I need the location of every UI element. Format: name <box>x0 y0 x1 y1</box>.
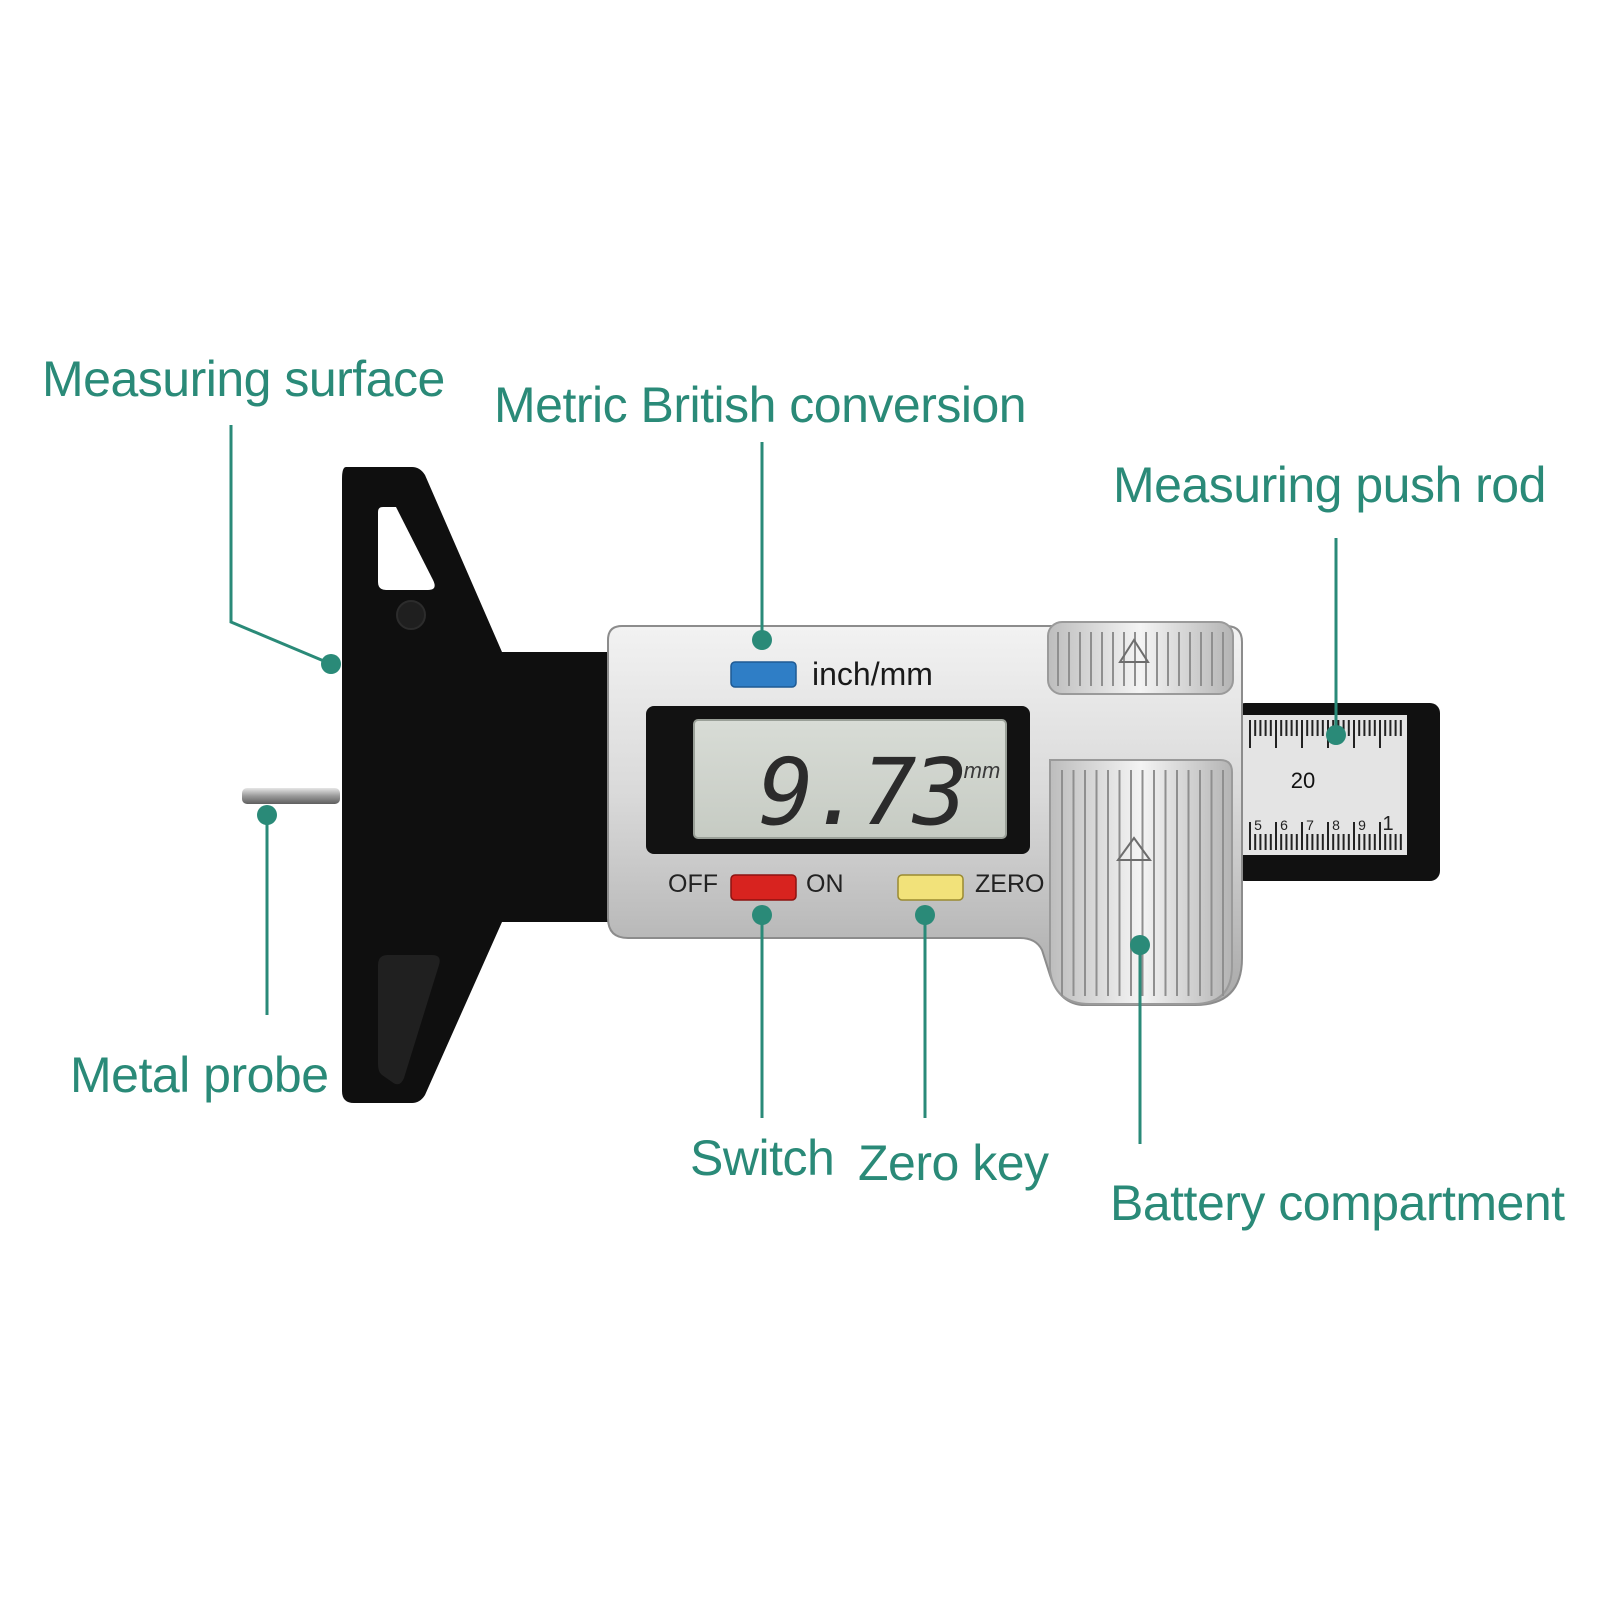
lcd-unit: mm <box>964 758 1001 783</box>
ruler-small-number: 6 <box>1280 817 1288 833</box>
lower-recess <box>378 955 440 1085</box>
on-label: ON <box>806 870 844 898</box>
ruler-number: 20 <box>1291 768 1315 793</box>
dot-metric-british <box>752 630 772 650</box>
dot-zero-key <box>915 905 935 925</box>
ruler-small-number: 7 <box>1306 817 1314 833</box>
ruler-small-number: 8 <box>1332 817 1340 833</box>
rivet <box>396 600 426 630</box>
off-label: OFF <box>668 870 718 898</box>
callout-switch: Switch <box>690 1130 835 1186</box>
metal-probe <box>242 788 340 804</box>
ruler-small-number: 9 <box>1358 817 1366 833</box>
ruler-small-number: 5 <box>1254 817 1262 833</box>
power-switch-button[interactable] <box>730 874 797 901</box>
zero-label: ZERO <box>975 870 1044 898</box>
dot-battery <box>1130 935 1150 955</box>
upper-knurl-lines <box>1057 632 1224 686</box>
dot-measuring-surface <box>321 654 341 674</box>
unit-conversion-label: inch/mm <box>812 656 933 692</box>
upper-knurl-arrow <box>1118 638 1150 663</box>
callout-zero-key: Zero key <box>858 1135 1049 1191</box>
dot-push-rod <box>1326 725 1346 745</box>
hanging-hole <box>378 507 435 590</box>
unit-conversion-button[interactable] <box>730 661 797 688</box>
callout-metal-probe: Metal probe <box>70 1047 329 1103</box>
zero-button[interactable] <box>897 874 964 901</box>
upper-knurl <box>1047 621 1234 695</box>
dot-metal-probe <box>257 805 277 825</box>
leader-measuring-surface <box>229 425 332 666</box>
battery-cover-ridges <box>1061 770 1224 996</box>
battery-cover-arrow <box>1116 836 1152 861</box>
callout-measuring-push-rod: Measuring push rod <box>1113 457 1546 513</box>
callout-battery-compartment: Battery compartment <box>1110 1175 1565 1231</box>
ruler-small-number: 1 <box>1382 813 1393 835</box>
lcd-screen <box>693 719 1007 839</box>
callout-metric-british-conversion: Metric British conversion <box>494 377 1027 433</box>
dot-switch <box>752 905 772 925</box>
callout-measuring-surface: Measuring surface <box>42 351 445 407</box>
lcd-reading: 9.73 <box>758 739 964 846</box>
